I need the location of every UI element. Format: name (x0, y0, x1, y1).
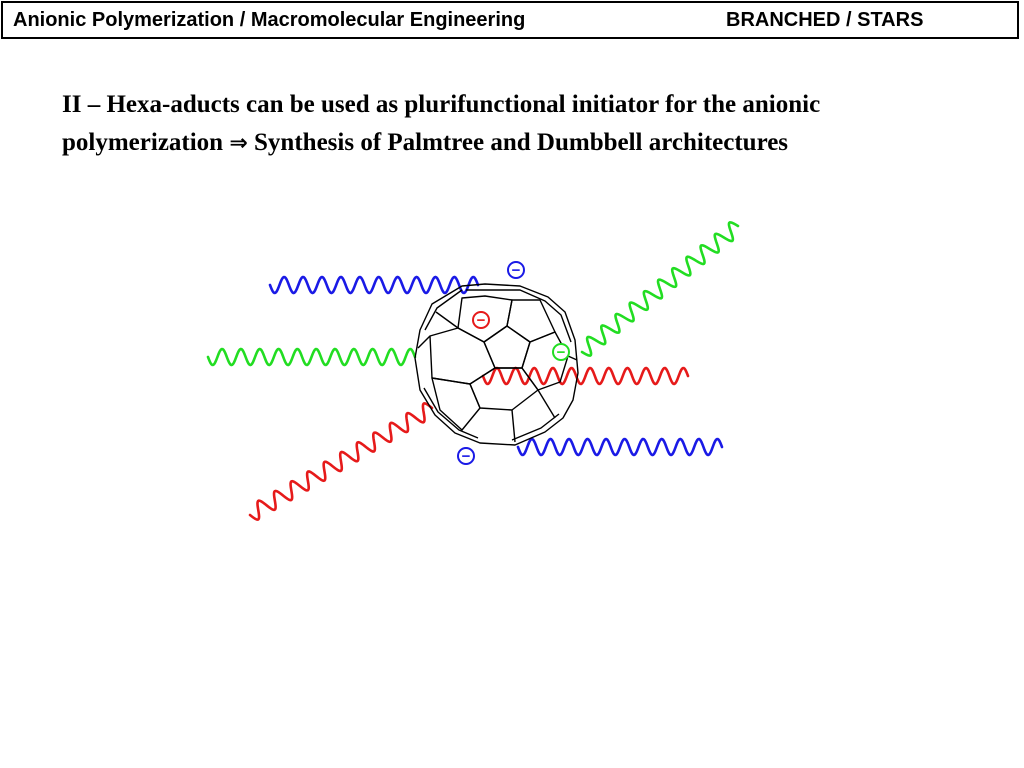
header-section-title: BRANCHED / STARS (726, 9, 924, 31)
header-course-title: Anionic Polymerization / Macromolecular … (13, 9, 526, 31)
red-polymer-chain (248, 402, 434, 521)
anion-charge-label: − (557, 344, 566, 361)
cage-inner-ring-4 (511, 413, 560, 441)
cage-hexagon-bottom (469, 367, 539, 411)
body-text-part-1: II – Hexa-aducts can be used as plurifun… (62, 91, 821, 156)
blue-polymer-chain (516, 437, 724, 457)
cage-pentagon-top-right (506, 299, 556, 343)
polymer-chains (206, 221, 740, 521)
cage-hexagon-left (429, 327, 496, 385)
cage-inner-ring-3 (423, 387, 479, 439)
cage-front-pentagon (483, 325, 531, 369)
anion-charge-label: − (512, 262, 521, 279)
cage-edge-b (537, 389, 556, 419)
slide-header: Anionic Polymerization / Macromolecular … (1, 1, 1019, 39)
green-polymer-chain (206, 347, 417, 367)
cage-pentagon-lower-left (431, 377, 481, 431)
body-text-part-2: Synthesis of Palmtree and Dumbbell archi… (247, 129, 789, 156)
anion-charge-icon: − (507, 261, 525, 279)
blue-polymer-chain (268, 275, 480, 295)
cage-edge-e (567, 355, 578, 361)
cage-edge-d (417, 335, 431, 349)
anion-charge-icon: − (472, 311, 490, 329)
anion-charge-icon: − (457, 447, 475, 465)
anion-charge-label: − (477, 312, 486, 329)
cage-inner-ring (466, 289, 572, 343)
c60-fullerene-cage (414, 283, 579, 446)
cage-inner-ring-2 (424, 289, 463, 331)
anion-charge-label: − (462, 448, 471, 465)
implies-arrow-icon: ⇒ (229, 131, 248, 156)
red-polymer-chain (481, 366, 690, 386)
cage-edge-a (511, 409, 516, 443)
anionic-charges: − − − − (457, 261, 570, 465)
slide-body-text: II – Hexa-aducts can be used as plurifun… (62, 86, 962, 163)
cage-outline (414, 283, 579, 446)
green-polymer-chain (580, 221, 740, 357)
cage-edge-c (435, 311, 459, 329)
anion-charge-icon: − (552, 343, 570, 361)
